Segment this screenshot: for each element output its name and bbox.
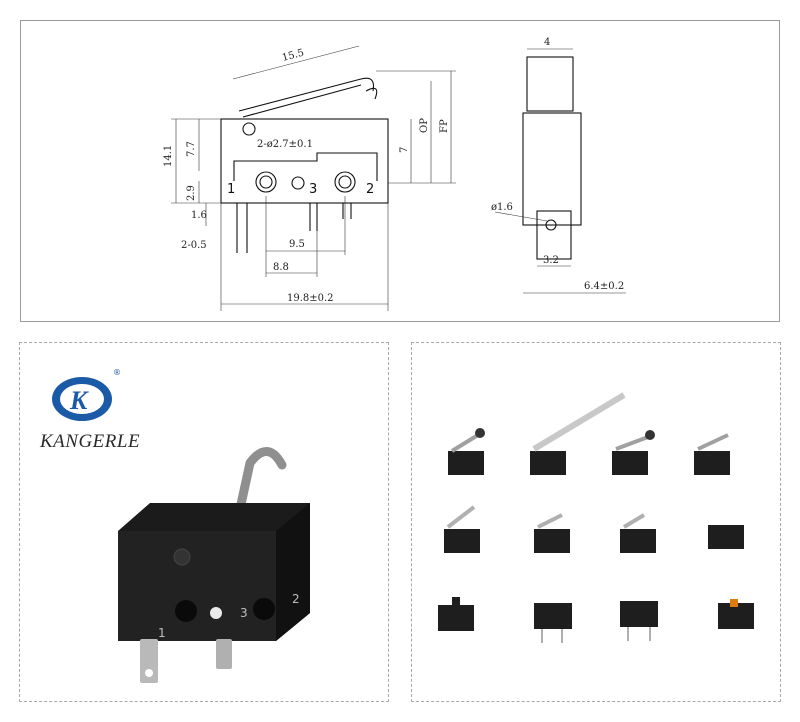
pin-spacing-inner-label: 8.8 (273, 262, 289, 273)
variant-orange-plunger (718, 599, 754, 629)
technical-drawing-panel: 15.5 14.1 7.7 2.9 1.6 2-0.5 2-ø2.7±0.1 9… (20, 20, 780, 322)
pin-height-label: 2.9 (186, 185, 197, 201)
variant-pin-plunger (438, 597, 474, 631)
variant-pcb-plunger (534, 603, 572, 643)
registered-mark: ® (113, 368, 121, 377)
pin-spacing-outer-label: 9.5 (289, 239, 305, 250)
product-photo-panel: K ® KANGERLE 1 3 2 (19, 342, 389, 702)
variants-gallery-panel (411, 342, 781, 702)
product-illustration: K ® KANGERLE 1 3 2 (39, 368, 310, 683)
lever-outline (238, 77, 375, 112)
variant-roller-short (448, 428, 485, 475)
variant-hook-lever (694, 433, 730, 475)
op-label: OP (419, 118, 430, 133)
terminal-thickness-label: 2-0.5 (181, 240, 207, 251)
variant-long-lever (530, 392, 626, 475)
dimension-drawing: 15.5 14.1 7.7 2.9 1.6 2-0.5 2-ø2.7±0.1 9… (163, 37, 626, 311)
pin-label-1: 1 (227, 182, 235, 197)
fp-label: FP (439, 119, 450, 133)
logo-glyph: K (69, 386, 89, 415)
terminal-3 (216, 639, 232, 669)
pin-label-3: 3 (309, 182, 317, 197)
top-width-label: 4 (544, 37, 550, 48)
lower-width-label: 3.2 (543, 255, 559, 266)
brand-logo: K (52, 377, 112, 421)
terminal-1 (140, 639, 158, 683)
body-width-label: 19.8±0.2 (287, 293, 334, 304)
mount-hole (242, 122, 256, 136)
body-pin-2: 2 (292, 592, 300, 606)
switch-body-outline (220, 118, 389, 204)
height-body-label: 7.7 (186, 141, 197, 157)
hole-spec-label: 2-ø2.7±0.1 (257, 139, 313, 150)
pin-label-2: 2 (366, 182, 374, 197)
body-pin-3: 3 (240, 606, 248, 620)
terminal-width-label: 1.6 (191, 210, 207, 221)
height-total-label: 14.1 (163, 145, 174, 167)
lever-length-label: 15.5 (281, 48, 305, 64)
switch-body: 1 3 2 (118, 503, 310, 641)
hole-diameter-label: ø1.6 (491, 202, 513, 213)
variant-hinge-lever (444, 505, 480, 553)
right-height-label: 7 (399, 147, 410, 153)
variant-roller-lever (612, 430, 655, 475)
variant-simulated-roller (620, 513, 656, 553)
metal-lever (145, 447, 287, 530)
variants-grid (438, 392, 754, 643)
body-pin-1: 1 (158, 626, 166, 640)
brand-name: KANGERLE (39, 431, 140, 452)
variant-plain (708, 525, 744, 549)
variant-pcb-straight (620, 601, 658, 641)
body-thickness-label: 6.4±0.2 (584, 281, 624, 292)
variant-short-lever (534, 513, 570, 553)
